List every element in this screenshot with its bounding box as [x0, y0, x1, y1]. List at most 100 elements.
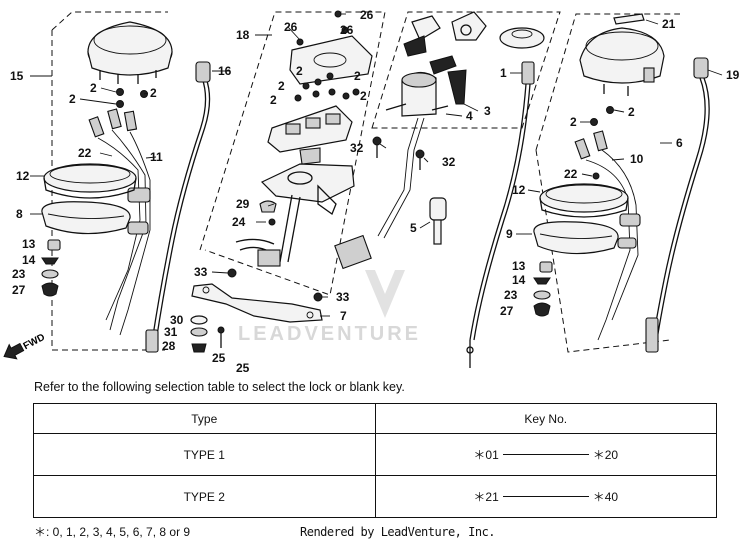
- key-to: ＊40: [592, 490, 619, 504]
- callout-13: 13: [22, 237, 36, 251]
- callout-16: 16: [218, 64, 232, 78]
- center-group-boundary: [199, 11, 386, 296]
- callout-29: 29: [236, 197, 250, 211]
- callout-30: 30: [170, 313, 184, 327]
- callout-21: 21: [662, 17, 676, 31]
- table-header-row: Type Key No.: [33, 403, 717, 434]
- callout-25: 25: [236, 361, 250, 375]
- callout-13: 13: [512, 259, 526, 273]
- callout-8: 8: [16, 207, 23, 221]
- callout-9: 9: [506, 227, 513, 241]
- callout-2: 2: [69, 92, 76, 106]
- callout-2: 2: [296, 64, 303, 78]
- callout-1: 1: [500, 66, 507, 80]
- key-number-footnote: ＊: 0, 1, 2, 3, 4, 5, 6, 7, 8 or 9: [34, 525, 191, 539]
- callout-28: 28: [162, 339, 176, 353]
- callout-4: 4: [466, 109, 473, 123]
- callout-2: 2: [270, 93, 277, 107]
- callout-2: 2: [570, 115, 577, 129]
- range-line: [502, 496, 589, 497]
- callout-25: 25: [212, 351, 226, 365]
- callout-18: 18: [236, 28, 250, 42]
- callout-6: 6: [676, 136, 683, 150]
- callout-32: 32: [350, 141, 364, 155]
- range-line: [502, 454, 589, 455]
- steering-bracket: [260, 163, 355, 263]
- hardware-center: [190, 315, 225, 353]
- switch-connector: [235, 200, 281, 267]
- row-key-range: ＊21 ＊40: [374, 475, 717, 518]
- callout-23: 23: [12, 267, 26, 281]
- key-from: ＊01: [473, 448, 499, 462]
- ignition-switch: [385, 55, 467, 117]
- fwd-arrow: FWD: [3, 332, 47, 360]
- callout-27: 27: [12, 283, 26, 297]
- callout-33: 33: [194, 265, 208, 279]
- callout-numbers: 15 16 2 2 2 11 22 12 8 13 14 23 27 18 26…: [10, 8, 740, 375]
- speedometer-cable: [145, 61, 211, 353]
- leader-lines: [30, 13, 723, 317]
- callout-3: 3: [484, 104, 491, 118]
- callout-22: 22: [564, 167, 578, 181]
- tachometer-cable: [466, 61, 535, 368]
- left-group-boundary: [51, 11, 168, 351]
- rendered-by-credit: Rendered by LeadVenture, Inc.: [300, 525, 496, 539]
- header-type: Type: [33, 403, 376, 434]
- callout-2: 2: [278, 79, 285, 93]
- hardware-right: [533, 261, 553, 317]
- wire-harness-left: [97, 137, 141, 321]
- row-type: TYPE 1: [33, 433, 376, 476]
- callout-31: 31: [164, 325, 178, 339]
- callout-24: 24: [232, 215, 246, 229]
- bulb-sockets-left: [88, 88, 148, 138]
- indicator-lights: [294, 72, 360, 102]
- callout-5: 5: [410, 221, 417, 235]
- meter-lens-right: [533, 221, 619, 255]
- header-key-no: Key No.: [374, 403, 717, 434]
- callout-2: 2: [354, 69, 361, 83]
- meter-lens-left: [41, 201, 131, 235]
- callout-26: 26: [360, 8, 374, 22]
- parts-diagram: LEADVENTURE: [3, 8, 740, 375]
- callout-12: 12: [16, 169, 30, 183]
- key-from: ＊21: [473, 490, 499, 504]
- selection-instruction: Refer to the following selection table t…: [34, 380, 405, 394]
- callout-12: 12: [512, 183, 526, 197]
- ignition-switch-parts: [403, 11, 545, 57]
- row-type: TYPE 2: [33, 475, 376, 518]
- key-selection-table: Type Key No. TYPE 1 ＊01 ＊20 TYPE 2 ＊21 ＊…: [33, 403, 717, 518]
- tachometer-drive-cable: [645, 57, 710, 353]
- callout-7: 7: [340, 309, 347, 323]
- callout-26: 26: [340, 23, 354, 37]
- meter-case-right: [539, 183, 629, 218]
- callout-2: 2: [628, 105, 635, 119]
- callout-26: 26: [284, 20, 298, 34]
- meter-cover-top: [289, 10, 373, 85]
- callout-11: 11: [150, 150, 163, 164]
- table-row: TYPE 1 ＊01 ＊20: [33, 433, 717, 476]
- ignition-group-boundary: [371, 11, 561, 129]
- row-key-range: ＊01 ＊20: [374, 433, 717, 476]
- meter-case-left: [43, 163, 137, 199]
- callout-15: 15: [10, 69, 24, 83]
- callout-23: 23: [504, 288, 518, 302]
- fwd-label: FWD: [22, 332, 47, 352]
- callout-10: 10: [630, 152, 644, 166]
- callout-14: 14: [512, 273, 526, 287]
- watermark-text: LEADVENTURE: [238, 323, 421, 345]
- callout-2: 2: [150, 86, 157, 100]
- table-row: TYPE 2 ＊21 ＊40: [33, 475, 717, 518]
- tachometer-head: [579, 13, 665, 96]
- callout-33: 33: [336, 290, 350, 304]
- callout-22: 22: [78, 146, 92, 160]
- indicator-housing: [267, 105, 353, 165]
- hardware-left: [41, 239, 61, 297]
- watermark-logo: LEADVENTURE: [238, 270, 421, 345]
- ignition-connector: [334, 234, 372, 270]
- right-group-boundary: [535, 13, 680, 353]
- bulb-sockets-right: [574, 106, 614, 180]
- key-to: ＊20: [592, 448, 619, 462]
- callout-32: 32: [442, 155, 456, 169]
- mounting-plate: [191, 268, 323, 323]
- bolts-32: [372, 136, 425, 170]
